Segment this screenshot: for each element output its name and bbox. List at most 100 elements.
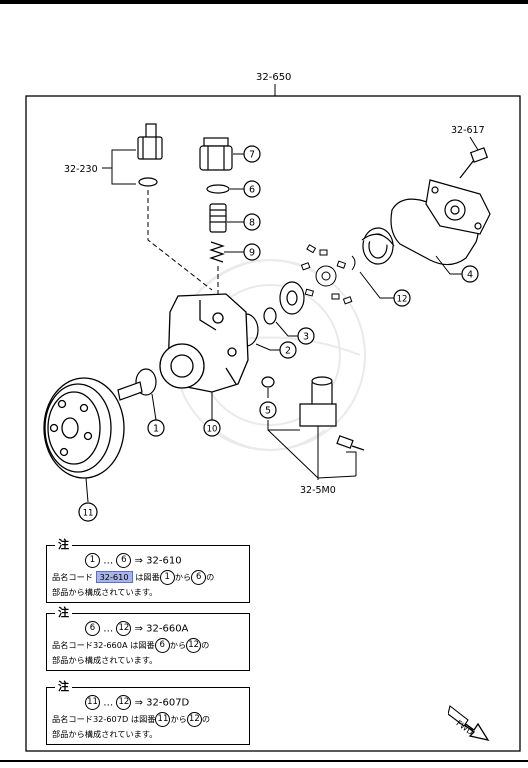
spring-part-9[interactable]	[209, 241, 225, 263]
callout-2[interactable]	[279, 341, 297, 359]
fwd-direction-icon: FWD	[448, 705, 490, 741]
range-separator: …	[103, 623, 114, 635]
flow-control-valve-part[interactable]	[209, 203, 227, 233]
callout-10[interactable]	[203, 419, 221, 437]
callout-5[interactable]	[259, 401, 277, 419]
rear-cover-part[interactable]	[390, 179, 491, 266]
outlet-fitting-part[interactable]	[299, 376, 365, 451]
line-no: の	[201, 640, 210, 650]
callout-7-label: 7	[249, 150, 255, 161]
callout-4[interactable]	[461, 265, 479, 283]
side-plate-part[interactable]	[279, 281, 305, 315]
target-code-link[interactable]: 32-607D	[146, 697, 190, 709]
note-title: 注	[55, 680, 72, 693]
range-end-number: 6	[116, 553, 132, 568]
note-description-line-2: 部品から構成されています。	[52, 587, 158, 597]
range-end-number: 12	[116, 695, 132, 710]
part-code[interactable]: 32-660A	[92, 640, 128, 650]
diagram-frame	[25, 95, 521, 752]
note-title: 注	[55, 538, 72, 551]
line-to-number: 12	[186, 638, 202, 653]
line-kara: から	[174, 572, 192, 582]
line-from-number: 1	[159, 570, 175, 585]
ref-code-outlet[interactable]: 32-5M0	[300, 485, 336, 496]
callout-7[interactable]	[243, 145, 261, 163]
pump-body-part[interactable]	[159, 293, 249, 393]
callout-3[interactable]	[297, 327, 315, 345]
line-no: の	[201, 714, 211, 724]
arrow-symbol: ⇒	[134, 623, 143, 635]
ref-code-bolt[interactable]: 32-617	[451, 125, 485, 136]
line-prefix: 品名コード	[52, 640, 93, 650]
line-from-number: 6	[154, 638, 170, 653]
line-no: の	[206, 572, 215, 582]
callout-12[interactable]	[393, 289, 411, 307]
note-title: 注	[55, 606, 72, 619]
line-to-number: 12	[186, 712, 202, 727]
o-ring-part-3[interactable]	[263, 307, 277, 325]
callout-2-label: 2	[285, 346, 291, 357]
line-from-number: 11	[155, 712, 171, 727]
range-start-number: 1	[85, 553, 100, 568]
target-code-link[interactable]: 32-610	[146, 555, 182, 567]
cam-ring-part[interactable]	[361, 227, 395, 265]
range-separator: …	[103, 697, 114, 709]
o-ring-part-6[interactable]	[206, 184, 230, 194]
range-separator: …	[103, 555, 114, 567]
range-end-number: 12	[116, 621, 132, 636]
line-mid: は図番	[130, 640, 155, 650]
range-start-number: 6	[85, 621, 100, 636]
ref-code-switch[interactable]: 32-230	[64, 164, 98, 175]
part-code[interactable]: 32-607D	[92, 714, 129, 724]
callout-11[interactable]	[78, 502, 98, 522]
callout-9[interactable]	[243, 243, 261, 261]
arrow-symbol: ⇒	[134, 555, 143, 567]
callout-3-label: 3	[303, 332, 309, 343]
line-prefix: 品名コード	[52, 572, 93, 582]
note-description-line-2: 部品から構成されています。	[52, 729, 158, 739]
mounting-bolt-part[interactable]	[459, 147, 489, 179]
bottom-rule	[0, 760, 528, 762]
callout-5-label: 5	[265, 406, 271, 417]
callout-9-label: 9	[249, 248, 255, 259]
o-ring-part-5[interactable]	[261, 376, 275, 388]
callout-6-label: 6	[249, 185, 255, 196]
pulley-part[interactable]	[43, 377, 125, 479]
line-mid: は図番	[130, 714, 156, 724]
callout-1[interactable]	[147, 419, 165, 437]
top-rule	[0, 0, 528, 4]
line-to-number: 6	[191, 570, 207, 585]
note-range-row: 6 … 12 ⇒ 32-660A	[85, 621, 188, 637]
line-kara: から	[170, 714, 187, 724]
highlighted-part-code[interactable]: 32-610	[95, 571, 133, 583]
target-code-link[interactable]: 32-660A	[146, 623, 189, 635]
line-kara: から	[169, 640, 187, 650]
callout-6[interactable]	[243, 180, 261, 198]
callout-11-label: 11	[83, 509, 94, 519]
arrow-symbol: ⇒	[134, 697, 143, 709]
union-fitting-part[interactable]	[199, 137, 233, 171]
note-range-row: 1 … 6 ⇒ 32-610	[85, 553, 182, 569]
callout-1-label: 1	[153, 424, 159, 435]
callout-12-label: 12	[397, 295, 408, 305]
callout-8-label: 8	[249, 218, 255, 229]
assembly-code-label[interactable]: 32-650	[256, 72, 291, 83]
drive-shaft-part[interactable]	[117, 381, 143, 401]
rotor-vanes-part[interactable]	[300, 244, 356, 305]
callout-4-label: 4	[467, 270, 473, 281]
note-range-row: 11 … 12 ⇒ 32-607D	[85, 695, 189, 711]
pressure-switch-part[interactable]	[137, 123, 163, 187]
callout-10-label: 10	[207, 425, 218, 435]
note-description-line-2: 部品から構成されています。	[52, 655, 158, 665]
line-mid: は図番	[135, 572, 160, 582]
callout-8[interactable]	[243, 213, 261, 231]
line-prefix: 品名コード	[52, 714, 93, 724]
range-start-number: 11	[85, 695, 100, 710]
